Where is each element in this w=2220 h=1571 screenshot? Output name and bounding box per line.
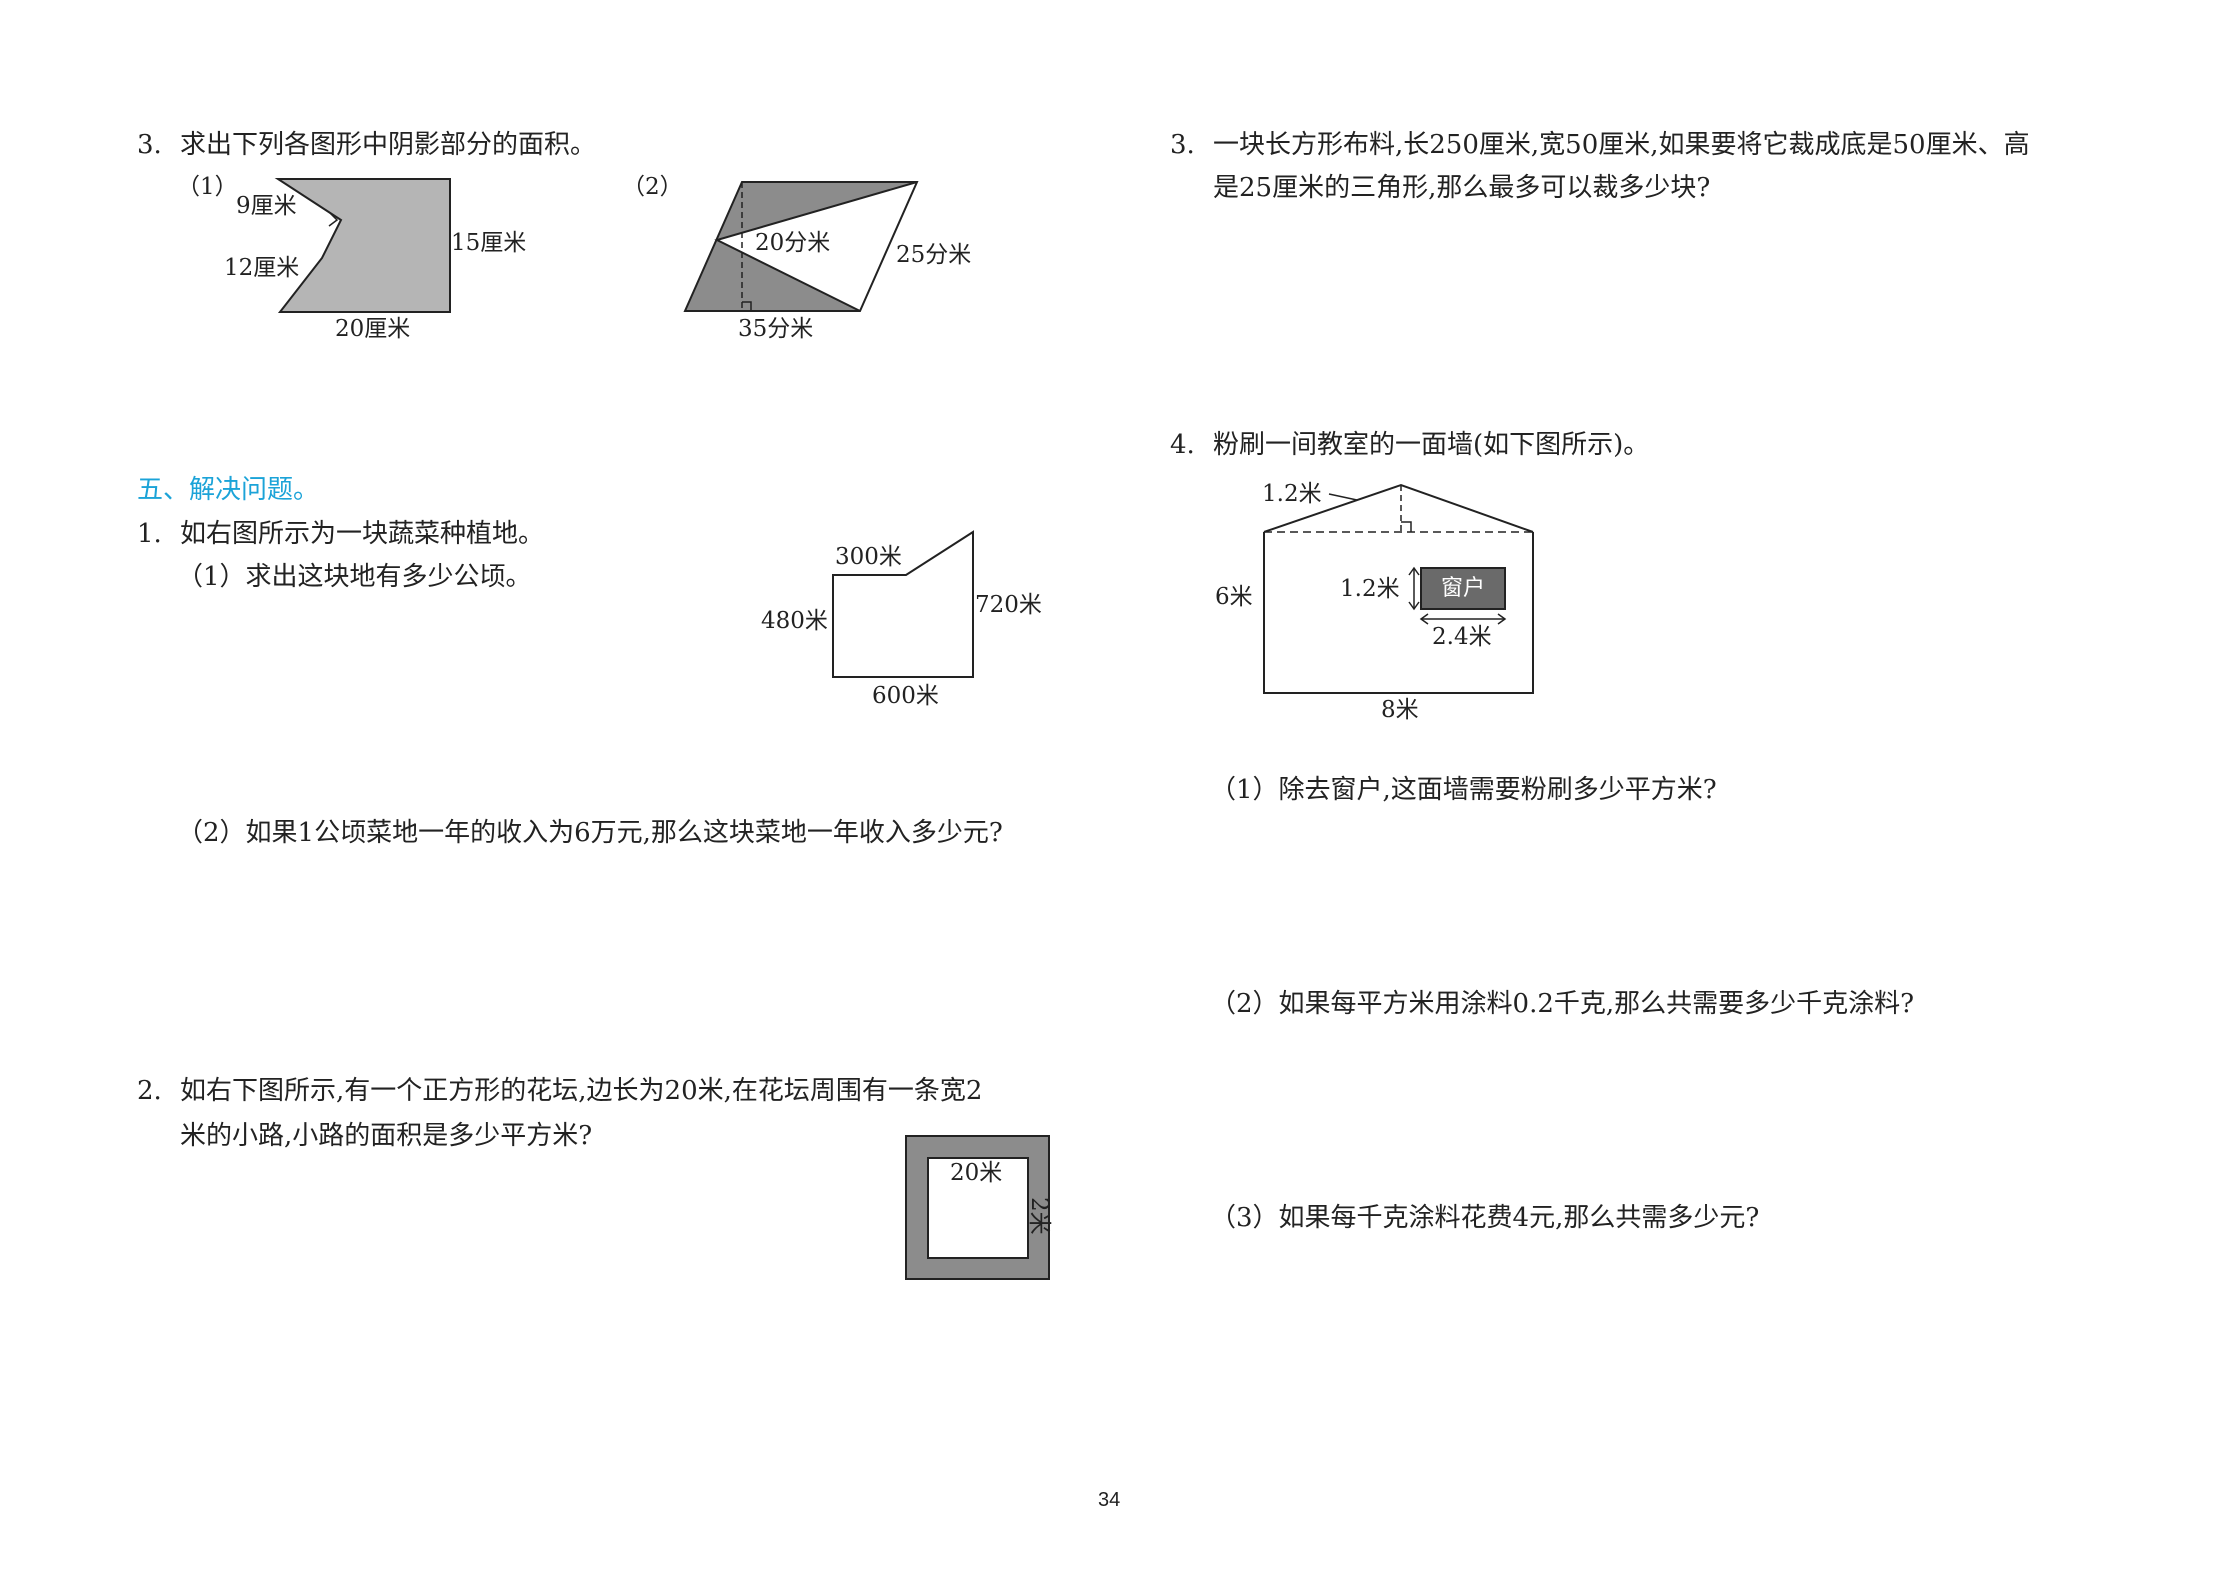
label-9cm: 9厘米 <box>236 193 297 219</box>
figure-tag: （1） <box>177 174 238 200</box>
label-window-height: 1.2米 <box>1340 576 1400 602</box>
label-roof-1-2m: 1.2米 <box>1262 481 1322 507</box>
problem-number: 2. <box>137 1076 162 1106</box>
problem-text-line: 如右下图所示,有一个正方形的花坛,边长为20米,在花坛周围有一条宽2 <box>180 1076 983 1106</box>
problem-subquestion: （2）如果每平方米用涂料0.2千克,那么共需要多少千克涂料? <box>1210 989 1915 1019</box>
label-6m: 6米 <box>1215 584 1253 610</box>
label-300m: 300米 <box>835 544 902 570</box>
label-20dm: 20分米 <box>755 230 831 256</box>
inner-triangle <box>714 181 918 312</box>
window-label: 窗户 <box>1441 576 1486 601</box>
label-480m: 480米 <box>761 608 828 634</box>
problem-subquestion: （1）求出这块地有多少公顷。 <box>177 562 532 592</box>
problem-subquestion: （3）如果每千克涂料花费4元,那么共需多少元? <box>1210 1203 1760 1233</box>
label-25dm: 25分米 <box>896 242 972 268</box>
question-number: 3. <box>137 130 162 160</box>
page-number: 34 <box>1098 1489 1121 1511</box>
label-12cm: 12厘米 <box>224 255 300 281</box>
right-angle-mark <box>328 212 339 227</box>
problem-text-line: 米的小路,小路的面积是多少平方米? <box>180 1121 593 1151</box>
label-15cm: 15厘米 <box>451 230 527 256</box>
question-text: 求出下列各图形中阴影部分的面积。 <box>180 130 597 160</box>
label-35dm: 35分米 <box>738 316 814 342</box>
problem-subquestion: （1）除去窗户,这面墙需要粉刷多少平方米? <box>1210 775 1717 805</box>
label-20m: 20米 <box>950 1160 1003 1186</box>
label-720m: 720米 <box>975 592 1042 618</box>
label-600m: 600米 <box>872 683 939 709</box>
problem-text-line: 一块长方形布料,长250厘米,宽50厘米,如果要将它裁成底是50厘米、高 <box>1213 130 2030 160</box>
figure-2-shaded-bottom <box>685 240 860 311</box>
roof-label-leader <box>1328 493 1358 501</box>
problem-number: 3. <box>1170 130 1195 160</box>
window-rect <box>1420 567 1506 610</box>
right-angle-mark <box>1401 521 1412 532</box>
flowerbed-square <box>927 1157 1029 1259</box>
problem-number: 4. <box>1170 430 1195 460</box>
wall-outline <box>1263 532 1534 694</box>
section-title: 五、解决问题。 <box>137 475 320 505</box>
farmland-outline <box>832 530 974 678</box>
problem-text-line: 是25厘米的三角形,那么最多可以裁多少块? <box>1213 173 1711 203</box>
problem-text: 粉刷一间教室的一面墙(如下图所示)。 <box>1213 430 1650 460</box>
problem-subquestion: （2）如果1公顷菜地一年的收入为6万元,那么这块菜地一年收入多少元? <box>177 818 1003 848</box>
label-8m: 8米 <box>1381 697 1419 723</box>
figure-1-shaded-region <box>274 178 451 313</box>
label-window-width: 2.4米 <box>1432 624 1492 650</box>
problem-text: 如右图所示为一块蔬菜种植地。 <box>180 519 545 549</box>
figure-tag: （2） <box>622 174 683 200</box>
label-20cm: 20厘米 <box>335 316 411 342</box>
right-angle-mark <box>742 301 752 311</box>
problem-number: 1. <box>137 519 162 549</box>
